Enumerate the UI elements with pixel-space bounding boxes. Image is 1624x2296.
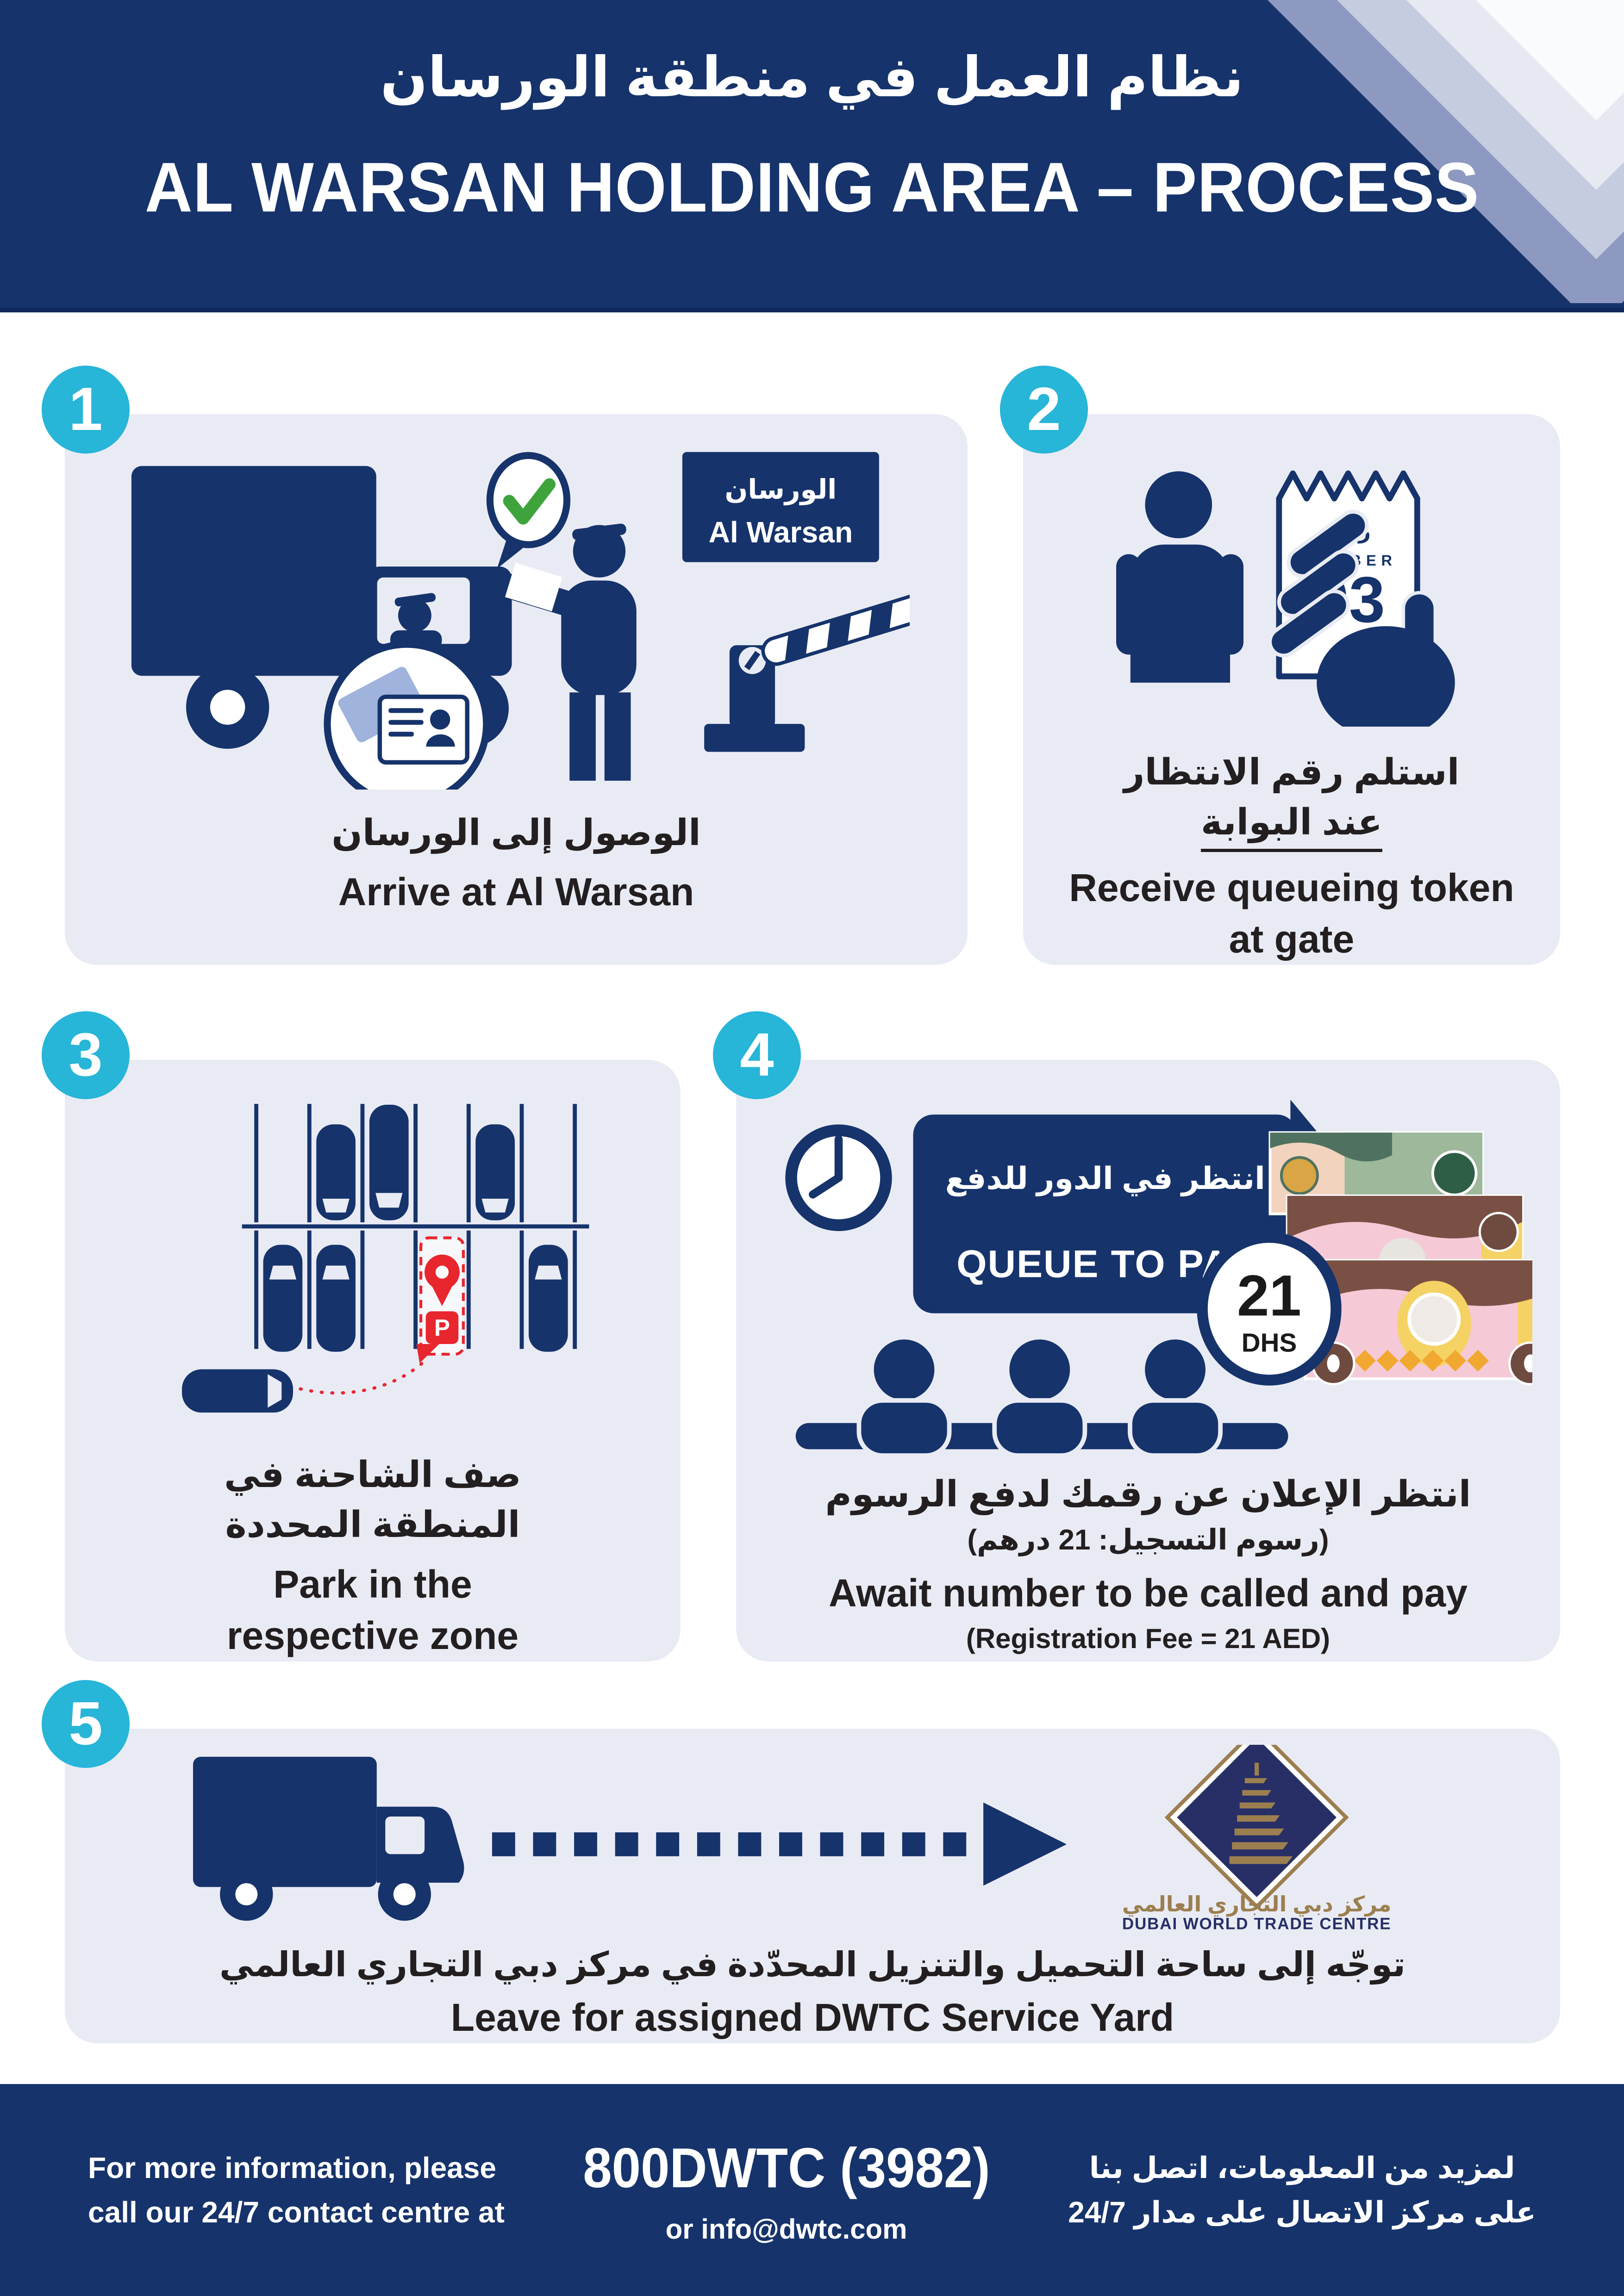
fee-badge: 21 DHS (1197, 1232, 1342, 1386)
corner-ribbon-decoration (1268, 0, 1624, 303)
route-arrowhead (416, 1344, 439, 1363)
step-3-caption-arabic-line1: صف الشاحنة في (224, 1454, 521, 1495)
parking-sign-letter: P (434, 1314, 450, 1341)
footer-contact-text: For more information, please call our 24… (88, 2146, 505, 2234)
dwtc-tower-glyph (1229, 1762, 1293, 1864)
dashed-arrow (492, 1802, 1067, 1886)
header: نظام العمل في منطقة الورسان AL WARSAN HO… (0, 0, 1624, 312)
dwtc-logo: مركز دبي التجاري العالمي DUBAI WORLD TRA… (1122, 1745, 1392, 1933)
dwtc-logo-arabic: مركز دبي التجاري العالمي (1122, 1892, 1392, 1917)
step-3-panel: P صف الشاحنة في المنطقة المحددة Park in … (65, 1060, 681, 1661)
money-banknotes-icon (1268, 1131, 1532, 1386)
step-5-caption-arabic: توجّه إلى ساحة التحميل والتنزيل المحدّدة… (219, 1945, 1405, 1984)
sign-text-arabic: الورسان (725, 475, 837, 506)
step-3-caption-english-line1: Park in the (273, 1562, 472, 1606)
step-2-number-badge: 2 (1000, 366, 1088, 454)
step-2-caption-arabic-line1: استلم رقم الانتظار (1124, 752, 1460, 792)
person-icon (1116, 471, 1243, 683)
id-check-icon (324, 641, 490, 790)
arrive-at-gate-illustration: الورسان Al Warsan (131, 452, 910, 790)
footer-phone-block: 800DWTC (3982) or info@dwtc.com (565, 2135, 1008, 2245)
footer-phone-number: 800DWTC (3982) (582, 2136, 990, 2199)
dwtc-logo-english: DUBAI WORLD TRADE CENTRE (1122, 1915, 1392, 1933)
step-4-caption-arabic-line1: انتظر الإعلان عن رقمك لدفع الرسوم (825, 1474, 1471, 1514)
footer-contact-line1: For more information, please (88, 2151, 496, 2184)
step-5-panel: مركز دبي التجاري العالمي DUBAI WORLD TRA… (65, 1729, 1560, 2043)
truck-icon (131, 466, 512, 749)
route-dotted-path (299, 1355, 431, 1395)
footer-email: or info@dwtc.com (665, 2213, 907, 2245)
step-2-caption-arabic-line2: عند البوابة (1201, 797, 1382, 852)
step-4-caption-arabic-line2: (رسوم التسجيل: 21 درهم) (967, 1524, 1329, 1556)
step-1-caption-english: Arrive at Al Warsan (338, 870, 694, 914)
footer-contact-arabic-line2: على مركز الاتصال على مدار 24/7 (1068, 2196, 1536, 2229)
step-2-caption-english-line2: at gate (1229, 917, 1355, 961)
al-warsan-sign: الورسان Al Warsan (682, 452, 879, 562)
reserved-slot: P (419, 1236, 465, 1356)
waiting-people-icons (795, 1335, 1288, 1456)
parking-illustration: P (182, 1104, 589, 1413)
clock-icon (785, 1124, 892, 1231)
truck-icon (193, 1756, 464, 1921)
step-4-caption-english-line1: Await number to be called and pay (828, 1571, 1468, 1615)
step-1-caption-arabic: الوصول إلى الورسان (331, 812, 701, 853)
approved-check-icon (486, 452, 571, 569)
gate-barrier-icon (704, 568, 910, 752)
entering-car-icon (182, 1369, 293, 1413)
footer: For more information, please call our 24… (0, 2084, 1624, 2296)
fee-amount: 21 (1237, 1263, 1301, 1328)
leave-for-yard-illustration: مركز دبي التجاري العالمي DUBAI WORLD TRA… (193, 1745, 1392, 1933)
step-5-number-badge: 5 (42, 1680, 130, 1768)
step-4-panel: انتظر في الدور للدفع QUEUE TO PAY (736, 1060, 1560, 1661)
footer-contact-text-arabic: لمزيد من المعلومات، اتصل بنا على مركز ال… (1068, 2146, 1536, 2234)
step-4-caption-english-line2: (Registration Fee = 21 AED) (966, 1623, 1330, 1655)
step-2-caption-english-line1: Receive queueing token (1069, 866, 1514, 910)
step-1-number-badge: 1 (42, 366, 130, 454)
page-title-arabic: نظام العمل في منطقة الورسان (380, 46, 1244, 108)
guard-person-icon (499, 523, 637, 781)
hand-icon (1268, 510, 1455, 727)
queue-token-illustration: رقم NUMBER 03 (1116, 470, 1455, 727)
footer-contact-line2: call our 24/7 contact centre at (88, 2196, 505, 2229)
location-pin-icon (425, 1254, 460, 1306)
step-2-panel: رقم NUMBER 03 استلم رقم الانتظار عند الب… (1023, 414, 1560, 965)
step-4-number-badge: 4 (713, 1011, 801, 1099)
sign-text-english: Al Warsan (709, 516, 853, 549)
step-1-panel: الورسان Al Warsan الوصول إلى الورسان Arr… (65, 414, 968, 965)
step-3-caption-english-line2: respective zone (226, 1614, 519, 1658)
footer-contact-arabic-line1: لمزيد من المعلومات، اتصل بنا (1089, 2151, 1515, 2184)
step-3-number-badge: 3 (42, 1011, 130, 1099)
page-title-english: AL WARSAN HOLDING AREA – PROCESS (144, 148, 1480, 227)
fee-currency: DHS (1242, 1328, 1297, 1357)
step-3-caption-arabic-line2: المنطقة المحددة (225, 1504, 520, 1545)
parking-grid (242, 1104, 589, 1349)
queue-to-pay-illustration: انتظر في الدور للدفع QUEUE TO PAY (785, 1099, 1532, 1456)
banner-text-arabic: انتظر في الدور للدفع (945, 1162, 1265, 1197)
step-5-caption-english: Leave for assigned DWTC Service Yard (450, 1996, 1174, 2040)
parking-sign-icon: P (425, 1311, 459, 1344)
parked-cars (263, 1105, 568, 1352)
